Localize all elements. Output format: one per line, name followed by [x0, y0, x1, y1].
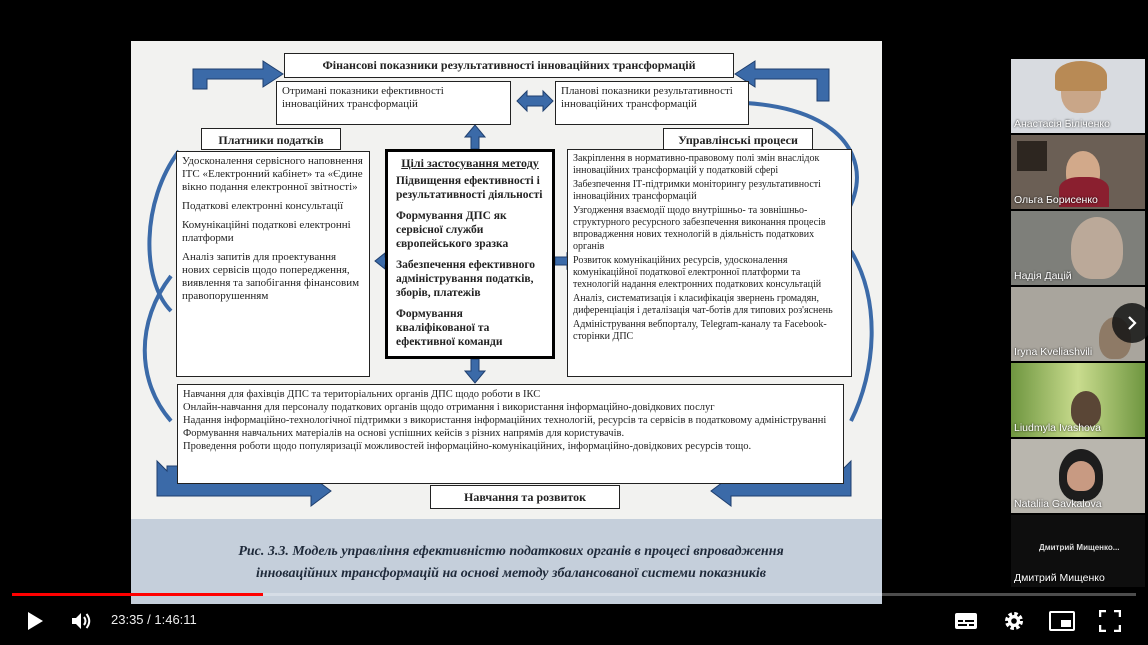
next-button[interactable] — [1112, 303, 1148, 343]
training-item: Навчання для фахівців ДПС та територіаль… — [183, 389, 541, 400]
participant-name: Дмитрий Мищенко — [1014, 572, 1105, 584]
participant-name: Ольга Борисенко — [1014, 194, 1098, 206]
caption-line: Рис. 3.3. Модель управління ефективністю… — [238, 544, 784, 559]
participant-name: Надія Дацій — [1014, 270, 1072, 282]
progress-played — [12, 593, 263, 596]
participant-clothes — [1059, 177, 1109, 207]
fullscreen-icon — [1099, 610, 1121, 632]
subtitles-button[interactable] — [951, 606, 981, 636]
training-item: Формування навчальних матеріалів на осно… — [183, 428, 625, 439]
play-icon — [28, 612, 43, 630]
slide-caption-area: Рис. 3.3. Модель управління ефективністю… — [131, 519, 882, 604]
taxpayers-box: Удосконалення сервісного наповнення ІТС … — [176, 151, 370, 377]
participant-avatar-label: Дмитрий Мищенко... — [1039, 543, 1120, 552]
participant-video — [1067, 461, 1095, 491]
method-goals-box: Цілі застосування методу Підвищення ефек… — [385, 149, 555, 359]
management-item: Аналіз, систематизація і класифікація зв… — [573, 293, 833, 316]
subtitles-icon — [955, 613, 977, 629]
training-header: Навчання та розвиток — [463, 490, 587, 504]
participant-video — [1071, 391, 1101, 427]
progress-bar[interactable] — [12, 593, 1136, 596]
participant-name: Liudmyla Ivashova — [1014, 422, 1101, 434]
play-button[interactable] — [20, 606, 50, 636]
settings-button[interactable] — [999, 606, 1029, 636]
participant-tile[interactable]: Liudmyla Ivashova — [1011, 363, 1145, 437]
management-processes-box: Закріплення в нормативно-правовому полі … — [567, 149, 852, 377]
caption-line: інноваційних трансформацій на основі мет… — [255, 566, 767, 581]
volume-icon — [72, 613, 91, 629]
participant-tile[interactable]: Дмитрий Мищенко... Дмитрий Мищенко — [1011, 515, 1145, 587]
participant-tile[interactable]: Надія Дацій — [1011, 211, 1145, 285]
training-header-box: Навчання та розвиток — [430, 485, 620, 509]
volume-button[interactable] — [66, 606, 98, 636]
received-indicators-text: Отримані показники ефективності інноваці… — [282, 85, 444, 110]
management-item: Розвиток комунікаційних ресурсів, удоско… — [573, 255, 822, 290]
slide-title-box: Фінансові показники результативності інн… — [284, 53, 734, 78]
management-item: Узгодження взаємодії щодо внутрішньо- та… — [573, 205, 826, 252]
taxpayers-item: Аналіз запитів для проектування нових се… — [182, 251, 360, 302]
management-item: Закріплення в нормативно-правовому полі … — [573, 153, 820, 176]
miniplayer-button[interactable] — [1046, 606, 1078, 636]
training-item: Надання інформаційно-технологічної підтр… — [183, 415, 827, 426]
training-box: Навчання для фахівців ДПС та територіаль… — [177, 384, 844, 484]
received-indicators-box: Отримані показники ефективності інноваці… — [276, 81, 511, 125]
participant-name: Iryna Kveliashvili — [1014, 346, 1093, 358]
participant-name: Nataliia Gavkalova — [1014, 498, 1102, 510]
slide-title: Фінансові показники результативності інн… — [322, 58, 696, 72]
management-processes-header: Управлінські процеси — [678, 133, 798, 147]
method-goal-item: Формування ДПС як сервісної служби європ… — [396, 210, 509, 250]
taxpayers-item: Податкові електронні консультації — [182, 200, 344, 212]
training-item: Проведення роботи щодо популяризації мож… — [183, 441, 752, 452]
participant-video — [1071, 217, 1123, 279]
management-item: Забезпечення ІТ-підтримки моніторингу ре… — [573, 179, 821, 202]
taxpayers-item: Удосконалення сервісного наповнення ІТС … — [182, 155, 363, 193]
participant-name: Анастасія Біліченко — [1014, 118, 1110, 130]
fullscreen-button[interactable] — [1095, 606, 1125, 636]
planned-indicators-box: Планові показники результативності іннов… — [555, 81, 749, 125]
training-item: Онлайн-навчання для персоналу податкових… — [183, 402, 715, 413]
method-goal-item: Формування кваліфікованої та ефективної … — [396, 308, 503, 348]
method-goals-title: Цілі застосування методу — [401, 156, 539, 170]
taxpayers-header: Платники податків — [218, 133, 324, 147]
presentation-slide: Фінансові показники результативності інн… — [131, 41, 882, 604]
miniplayer-icon — [1049, 611, 1075, 631]
participant-tile[interactable]: Ольга Борисенко — [1011, 135, 1145, 209]
management-processes-header-box: Управлінські процеси — [663, 128, 813, 150]
planned-indicators-text: Планові показники результативності іннов… — [561, 85, 733, 110]
participant-tile[interactable]: Анастасія Біліченко — [1011, 59, 1145, 133]
time-display: 23:35 / 1:46:11 — [111, 612, 197, 627]
taxpayers-item: Комунікаційні податкові електронні платф… — [182, 219, 351, 244]
participant-hair — [1055, 61, 1107, 91]
settings-icon — [1005, 612, 1023, 630]
management-item: Адміністрування вебпорталу, Telegram-кан… — [573, 319, 827, 342]
slide-caption: Рис. 3.3. Модель управління ефективністю… — [171, 541, 851, 585]
method-goal-item: Підвищення ефективності і результативнос… — [396, 175, 543, 201]
taxpayers-header-box: Платники податків — [201, 128, 341, 150]
participant-tile[interactable]: Nataliia Gavkalova — [1011, 439, 1145, 513]
chevron-right-icon — [1128, 316, 1137, 330]
method-goal-item: Забезпечення ефективного адміністрування… — [396, 259, 536, 299]
